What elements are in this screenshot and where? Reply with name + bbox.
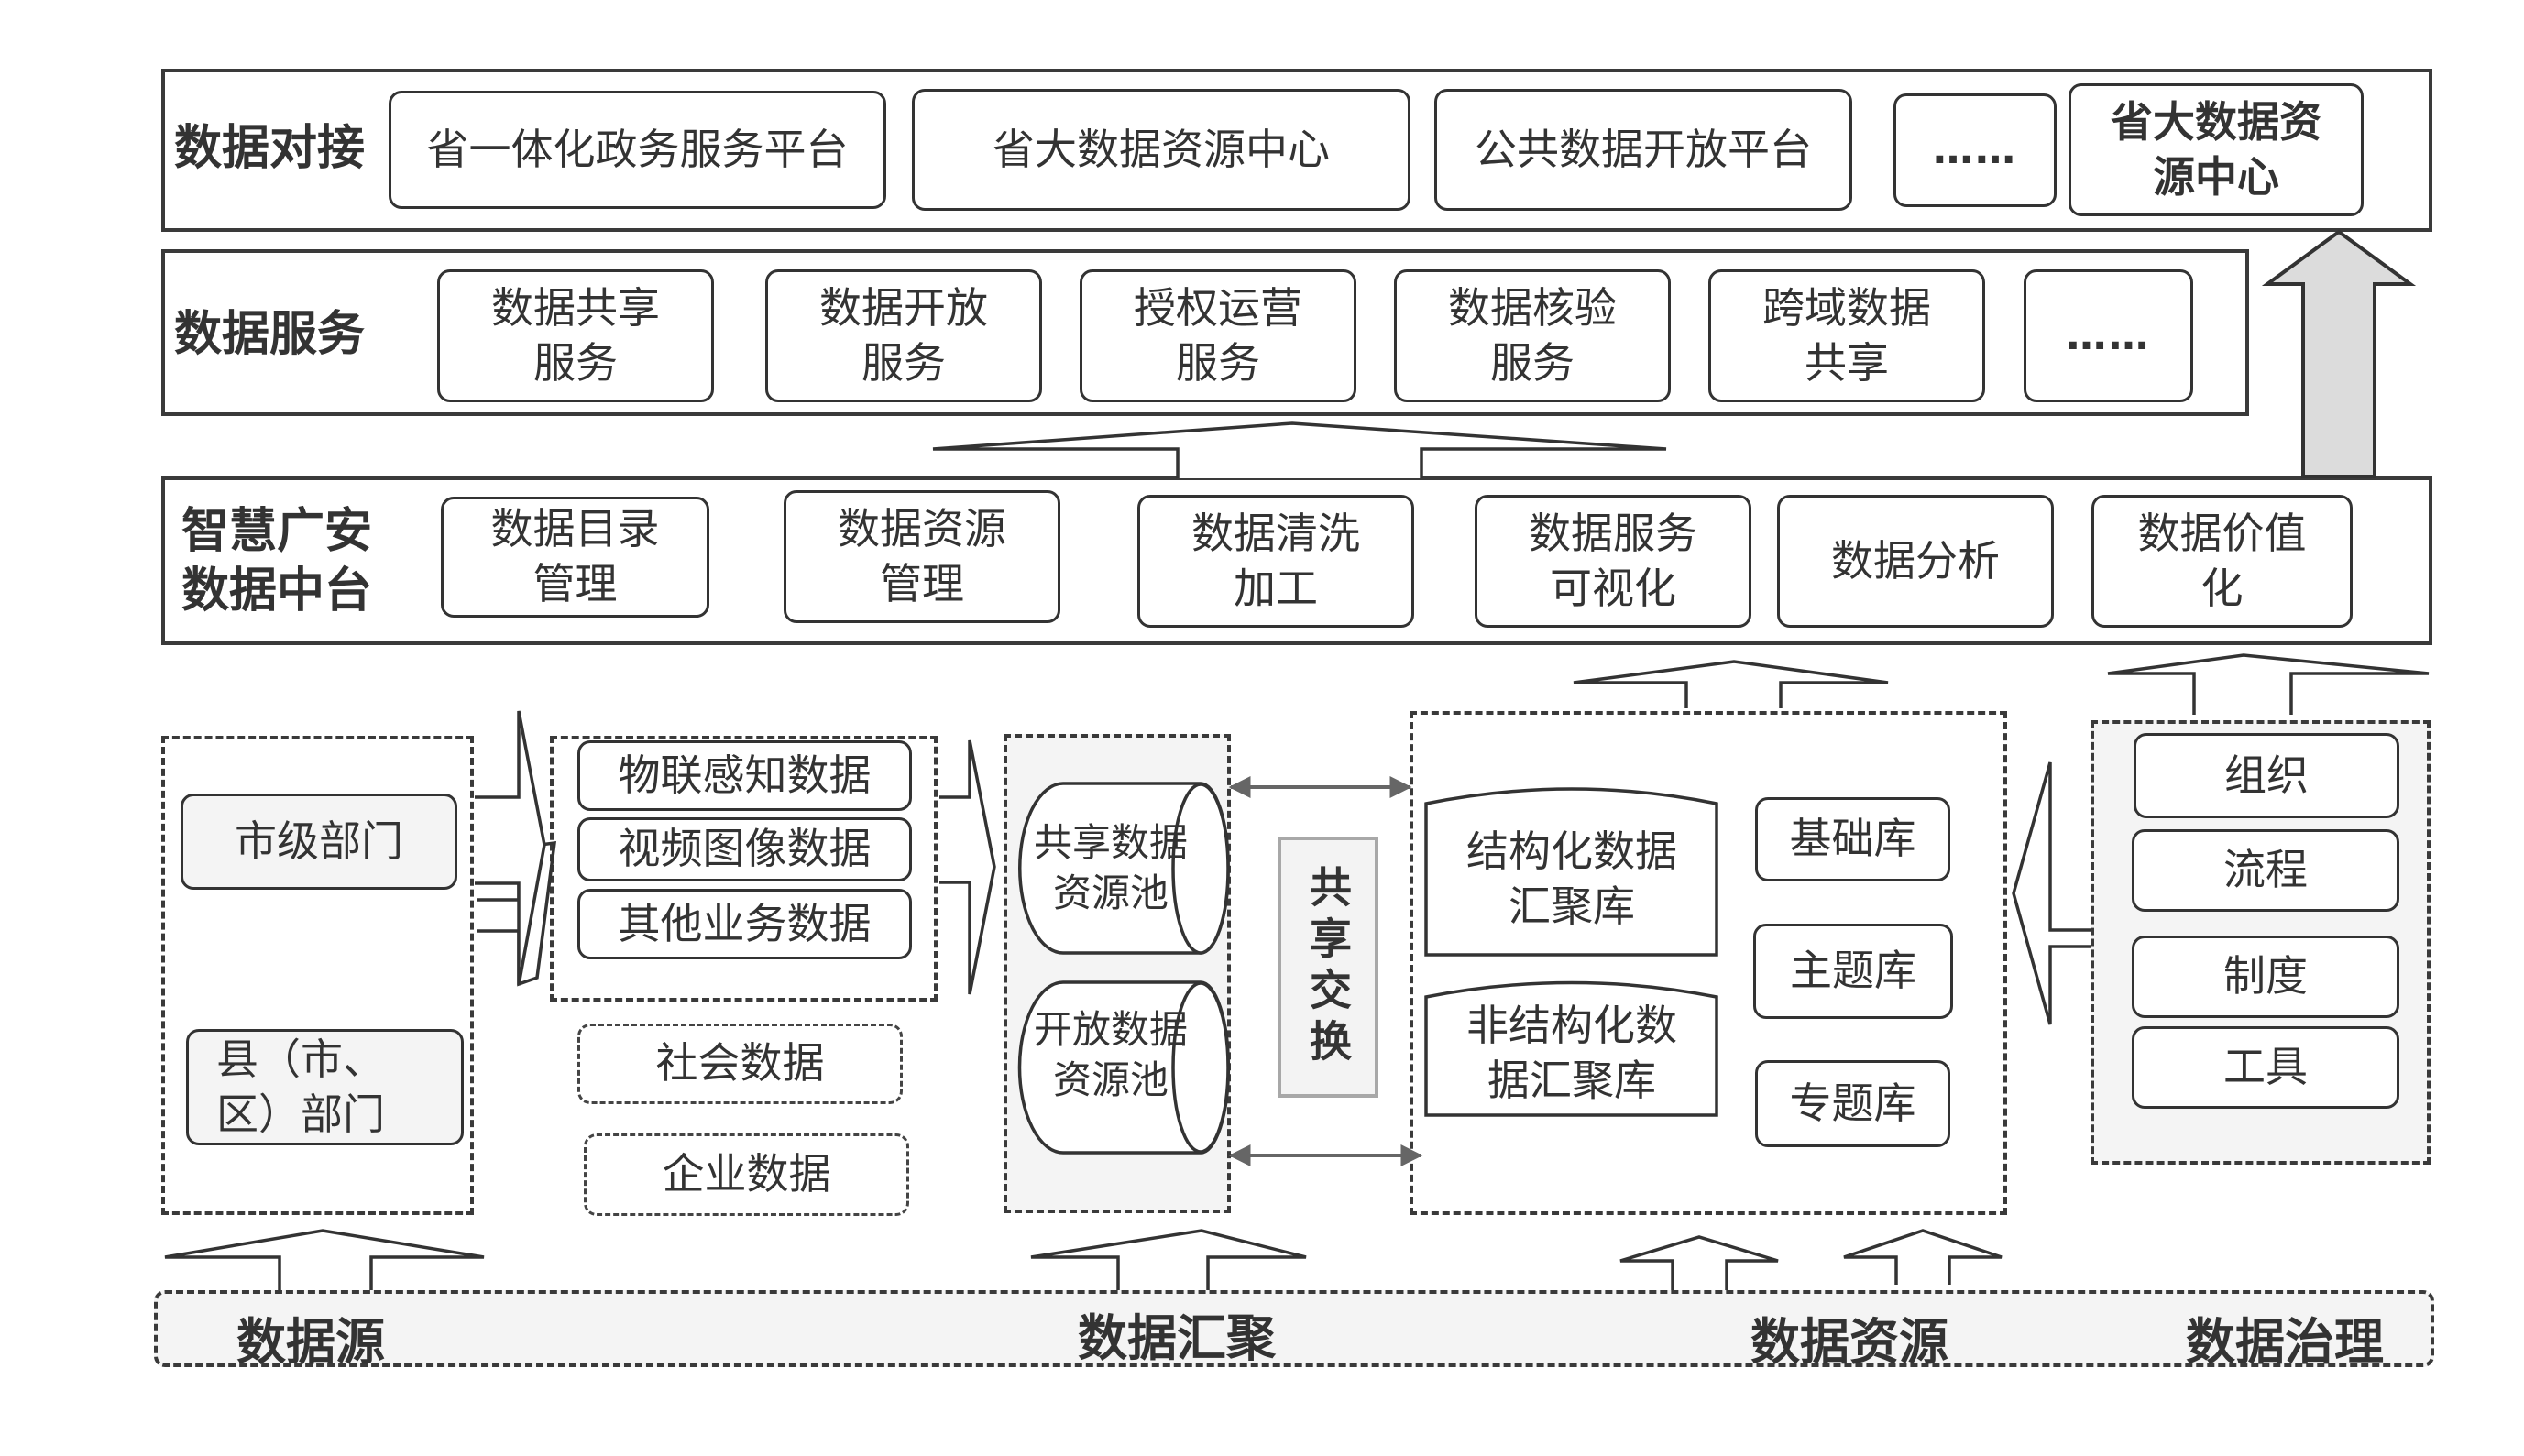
layer-label-platform: 智慧广安 数据中台 <box>181 504 373 619</box>
arrow-up-governance-to-platform <box>2107 653 2430 715</box>
library-special-topic[interactable]: 专题库 <box>1755 1060 1950 1147</box>
source-city-departments[interactable]: 市级部门 <box>181 794 457 890</box>
service-item-cross-domain-sharing[interactable]: 跨域数据 共享 <box>1708 269 1985 402</box>
arrow-right-collected-to-pools <box>939 739 996 995</box>
arrow-up-footer-source <box>164 1229 485 1290</box>
library-basic[interactable]: 基础库 <box>1755 797 1950 881</box>
source-enterprise-data[interactable]: 企业数据 <box>584 1133 909 1216</box>
platform-item-service-visualization[interactable]: 数据服务 可视化 <box>1475 495 1751 628</box>
arrow-up-platform-to-docking <box>2261 229 2417 478</box>
arrow-up-footer-aggregation <box>1030 1229 1307 1290</box>
arrow-left-governance-to-resources <box>2012 761 2091 1025</box>
source-departments-group <box>161 736 474 1215</box>
library-thematic[interactable]: 主题库 <box>1753 924 1953 1019</box>
arrow-right-sources-to-pools <box>486 715 521 797</box>
governance-organization[interactable]: 组织 <box>2134 733 2399 818</box>
source-other-business-data[interactable]: 其他业务数据 <box>577 889 912 959</box>
docking-item-provincial-gov-platform[interactable]: 省一体化政务服务平台 <box>389 91 886 209</box>
footer-label-data-source: 数据源 <box>236 1313 385 1371</box>
docking-item-bigdata-center-highlight[interactable]: 省大数据资 源中心 <box>2069 83 2364 216</box>
arrow-up-footer-governance-right <box>2145 1233 2406 1285</box>
docking-item-public-data-platform[interactable]: 公共数据开放平台 <box>1434 89 1852 211</box>
service-item-opening[interactable]: 数据开放 服务 <box>765 269 1042 402</box>
shared-exchange-box[interactable]: 共享交换 <box>1278 837 1378 1098</box>
arrow-right-departments-to-collected <box>477 840 557 987</box>
governance-process[interactable]: 流程 <box>2132 829 2399 912</box>
platform-item-catalog-management[interactable]: 数据目录 管理 <box>441 497 709 618</box>
layer-label-docking: 数据对接 <box>174 121 366 176</box>
warehouse-structured-text: 结构化数据 汇聚库 <box>1466 827 1677 931</box>
service-item-verification[interactable]: 数据核验 服务 <box>1394 269 1671 402</box>
warehouse-unstructured-text: 非结构化数 据汇聚库 <box>1466 1001 1677 1105</box>
platform-item-value-realization[interactable]: 数据价值 化 <box>2091 495 2353 628</box>
service-item-more[interactable]: …… <box>2024 269 2193 402</box>
footer-label-data-aggregation: 数据汇聚 <box>1078 1309 1276 1367</box>
arrow-up-platform-to-service <box>932 421 1667 478</box>
source-video-image-data[interactable]: 视频图像数据 <box>577 817 912 881</box>
resources-group <box>1410 711 2007 1215</box>
pool-shared-data-text: 共享数据 资源池 <box>1033 820 1188 915</box>
source-social-data[interactable]: 社会数据 <box>577 1024 903 1104</box>
docking-item-provincial-bigdata-center[interactable]: 省大数据资源中心 <box>912 89 1410 211</box>
arrow-up-footer-resources <box>1619 1235 1779 1290</box>
platform-item-analysis[interactable]: 数据分析 <box>1777 495 2054 628</box>
arrow-right-big-source <box>475 710 546 986</box>
service-item-sharing[interactable]: 数据共享 服务 <box>437 269 714 402</box>
governance-tools[interactable]: 工具 <box>2132 1026 2399 1109</box>
platform-item-cleansing-processing[interactable]: 数据清洗 加工 <box>1137 495 1414 628</box>
source-iot-data[interactable]: 物联感知数据 <box>577 740 912 811</box>
footer-label-data-governance: 数据治理 <box>2186 1313 2384 1371</box>
footer-label-data-resources: 数据资源 <box>1750 1313 1948 1371</box>
source-county-departments[interactable]: 县（市、 区）部门 <box>186 1029 464 1145</box>
platform-item-resource-management[interactable]: 数据资源 管理 <box>784 490 1060 623</box>
governance-system[interactable]: 制度 <box>2132 936 2399 1018</box>
layer-label-service: 数据服务 <box>174 307 366 362</box>
arrow-up-resources-to-platform <box>1573 660 1889 708</box>
arrow-up-footer-governance <box>1843 1229 2003 1285</box>
pool-open-data-text: 开放数据 资源池 <box>1033 1007 1188 1102</box>
docking-item-more[interactable]: …… <box>1893 93 2057 207</box>
footer-band <box>154 1290 2434 1367</box>
aggregation-pools-group <box>1004 734 1231 1213</box>
service-item-authorized-operation[interactable]: 授权运营 服务 <box>1080 269 1356 402</box>
